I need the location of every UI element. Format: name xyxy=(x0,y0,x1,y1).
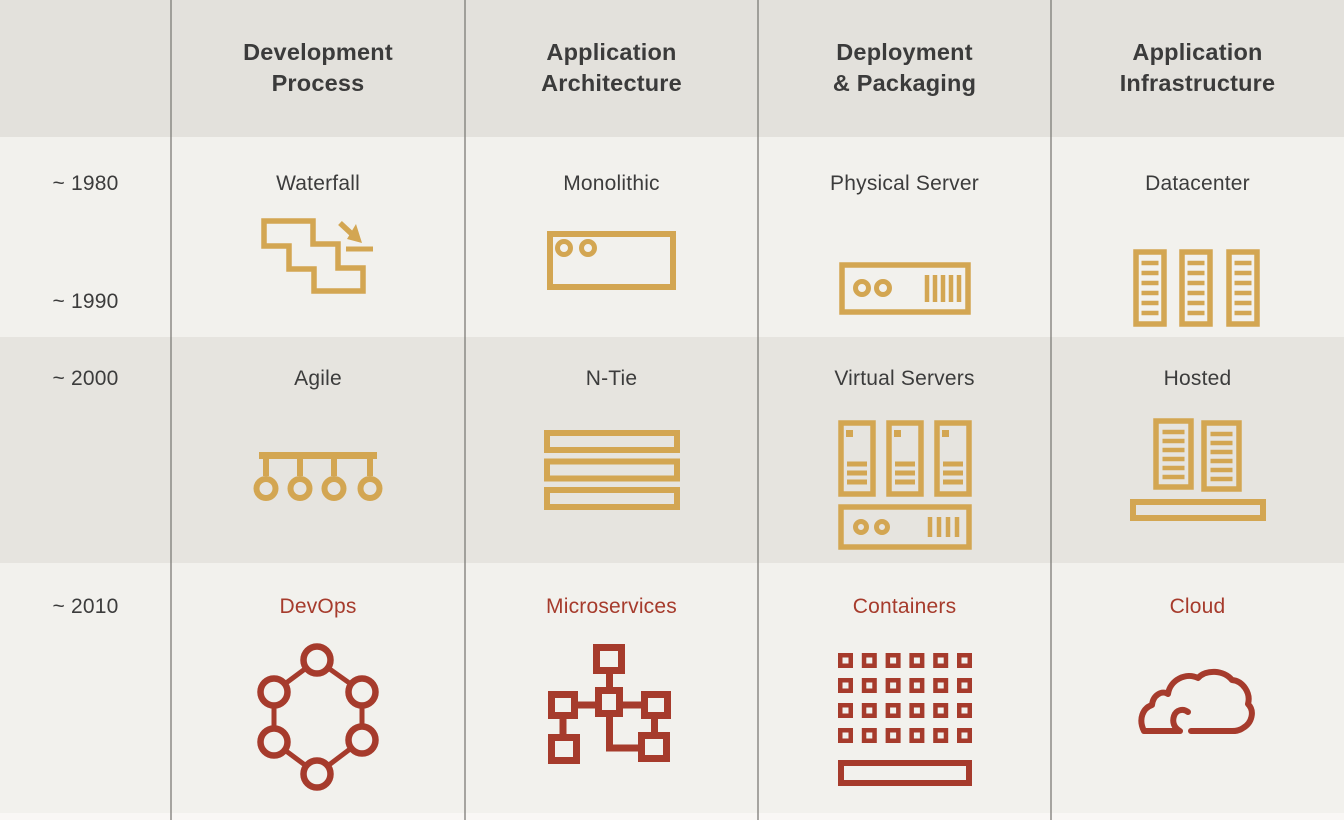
cell-label: Microservices xyxy=(546,595,677,618)
waterfall-icon xyxy=(261,217,373,294)
cell-label: Datacenter xyxy=(1145,172,1250,195)
column-header-label: Application Infrastructure xyxy=(1119,39,1276,96)
cell-cloud: Cloud xyxy=(1051,563,1344,820)
hosted-racks-icon xyxy=(1129,418,1266,521)
column-header-application-architecture: Application Architecture xyxy=(465,0,758,137)
cell-label: Monolithic xyxy=(563,172,660,195)
period-cell-2010: ~ 2010 xyxy=(0,563,171,820)
corner-cell xyxy=(0,0,171,137)
cell-label: Virtual Servers xyxy=(834,367,975,390)
column-header-label: Deployment & Packaging xyxy=(832,39,977,96)
cell-label: DevOps xyxy=(279,595,357,618)
column-divider xyxy=(170,0,172,820)
cloud-icon xyxy=(1137,668,1255,734)
cell-devops: DevOps xyxy=(171,563,465,820)
containers-grid-icon xyxy=(837,653,972,786)
period-label: ~ 2000 xyxy=(52,367,119,390)
n-tier-stack-icon xyxy=(543,430,680,510)
cell-label: Containers xyxy=(852,595,957,618)
cell-label: Waterfall xyxy=(276,172,360,195)
column-header-deployment-packaging: Deployment & Packaging xyxy=(758,0,1051,137)
period-cell-2000: ~ 2000 xyxy=(0,337,171,563)
devops-cycle-icon xyxy=(257,642,379,791)
virtual-servers-icon xyxy=(837,420,972,550)
cell-datacenter: Datacenter xyxy=(1051,137,1344,337)
cell-label: Physical Server xyxy=(830,172,979,195)
cell-label: Hosted xyxy=(1163,367,1232,390)
cell-monolithic: Monolithic xyxy=(465,137,758,337)
period-label: ~ 1990 xyxy=(52,290,119,313)
physical-server-icon xyxy=(838,261,971,315)
agile-icon xyxy=(253,452,383,501)
cell-waterfall: Waterfall xyxy=(171,137,465,337)
cell-physical-server: Physical Server xyxy=(758,137,1051,337)
column-header-label: Development Process xyxy=(243,39,393,96)
cell-agile: Agile xyxy=(171,337,465,563)
microservices-icon xyxy=(548,644,671,764)
cell-label: N-Tie xyxy=(585,367,638,390)
period-label: ~ 2010 xyxy=(52,595,119,618)
bottom-edge xyxy=(0,813,1344,820)
period-cell-1980-1990: ~ 1980 ~ 1990 xyxy=(0,137,171,337)
column-header-label: Application Architecture xyxy=(541,39,682,96)
cell-label: Cloud xyxy=(1169,595,1226,618)
column-header-development-process: Development Process xyxy=(171,0,465,137)
cell-microservices: Microservices xyxy=(465,563,758,820)
cell-hosted: Hosted xyxy=(1051,337,1344,563)
cell-n-tier: N-Tie xyxy=(465,337,758,563)
period-label: ~ 1980 xyxy=(52,172,119,195)
column-header-application-infrastructure: Application Infrastructure xyxy=(1051,0,1344,137)
column-divider xyxy=(757,0,759,820)
column-divider xyxy=(1050,0,1052,820)
cell-virtual-servers: Virtual Servers xyxy=(758,337,1051,563)
monolith-icon xyxy=(547,230,676,290)
cell-containers: Containers xyxy=(758,563,1051,820)
column-divider xyxy=(464,0,466,820)
datacenter-icon xyxy=(1133,249,1263,327)
cell-label: Agile xyxy=(294,367,342,390)
